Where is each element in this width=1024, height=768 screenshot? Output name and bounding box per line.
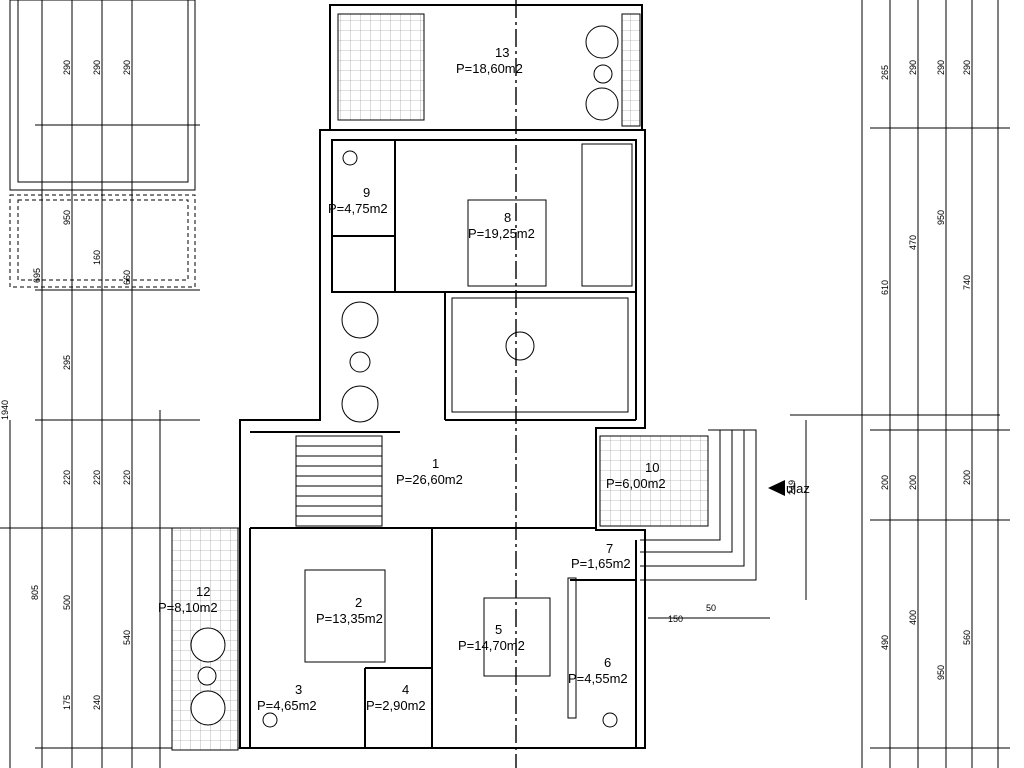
dim-entry-c: 249: [787, 480, 797, 495]
room-number: 9: [363, 185, 370, 200]
dim-left-1-f: 175: [62, 695, 72, 710]
house-walls: [239, 129, 646, 749]
dim-left-3-d: 540: [122, 630, 132, 645]
dim-left-2-a: 290: [92, 60, 102, 75]
dim-right-4-b: 740: [962, 275, 972, 290]
dim-left-1-b: 950: [62, 210, 72, 225]
dim-right-1-c: 200: [880, 475, 890, 490]
dim-right-3-a: 290: [936, 60, 946, 75]
dim-left-2-b: 160: [92, 250, 102, 265]
dim-entry-b: 50: [706, 603, 716, 613]
dim-left-3-c: 220: [122, 470, 132, 485]
entrance-label: ulaz: [786, 481, 810, 496]
dim-left-1-e: 500: [62, 595, 72, 610]
room-number: 4: [402, 682, 409, 697]
terrace-10: [599, 429, 785, 581]
dim-left-1-d: 220: [62, 470, 72, 485]
dim-right-4-c: 200: [962, 470, 972, 485]
room-area: P=18,60m2: [456, 61, 523, 76]
room-area: P=4,55m2: [568, 671, 628, 686]
terrace-13: [329, 4, 643, 131]
dim-left-total-c: 805: [30, 585, 40, 600]
room-number: 13: [495, 45, 509, 60]
room-labels: 13 P=18,60m2 9 P=4,75m2 8 P=19,25m2 1 P=…: [158, 45, 810, 713]
room-area: P=2,90m2: [366, 698, 426, 713]
room-number: 1: [432, 456, 439, 471]
room-number: 10: [645, 460, 659, 475]
dim-right-1-d: 490: [880, 635, 890, 650]
staircase: [295, 435, 383, 527]
dim-left-3-b: 660: [122, 270, 132, 285]
dim-right-2-c: 200: [908, 475, 918, 490]
dim-right-2-d: 400: [908, 610, 918, 625]
dimension-texts: 290 950 295 220 500 175 290 160 220 240 …: [0, 60, 972, 710]
dim-left-1-a: 290: [62, 60, 72, 75]
room-area: P=4,65m2: [257, 698, 317, 713]
dim-right-4-a: 290: [962, 60, 972, 75]
dim-right-2-a: 290: [908, 60, 918, 75]
room-area: P=6,00m2: [606, 476, 666, 491]
room-number: 12: [196, 584, 210, 599]
dimension-lines-right: [648, 0, 1010, 768]
balcony-12: [171, 527, 239, 751]
room-number: 2: [355, 595, 362, 610]
room-area: P=26,60m2: [396, 472, 463, 487]
room-number: 8: [504, 210, 511, 225]
dim-right-3-b: 950: [936, 210, 946, 225]
dim-right-2-b: 470: [908, 235, 918, 250]
room-area: P=8,10m2: [158, 600, 218, 615]
dim-left-3-a: 290: [122, 60, 132, 75]
dim-left-2-d: 240: [92, 695, 102, 710]
dim-entry-a: 150: [668, 614, 683, 624]
dim-left-total-a: 695: [32, 268, 42, 283]
dim-left-total-b: 1940: [0, 400, 10, 420]
room-number: 7: [606, 541, 613, 556]
room-area: P=13,35m2: [316, 611, 383, 626]
room-number: 6: [604, 655, 611, 670]
room-area: P=14,70m2: [458, 638, 525, 653]
dim-right-3-c: 950: [936, 665, 946, 680]
dim-left-1-c: 295: [62, 355, 72, 370]
room-area: P=1,65m2: [571, 556, 631, 571]
room-number: 5: [495, 622, 502, 637]
furniture: [262, 143, 633, 728]
room-area: P=19,25m2: [468, 226, 535, 241]
dim-right-1-a: 265: [880, 65, 890, 80]
dim-left-2-c: 220: [92, 470, 102, 485]
dim-right-4-d: 560: [962, 630, 972, 645]
room-area: P=4,75m2: [328, 201, 388, 216]
dim-right-1-b: 610: [880, 280, 890, 295]
room-number: 3: [295, 682, 302, 697]
